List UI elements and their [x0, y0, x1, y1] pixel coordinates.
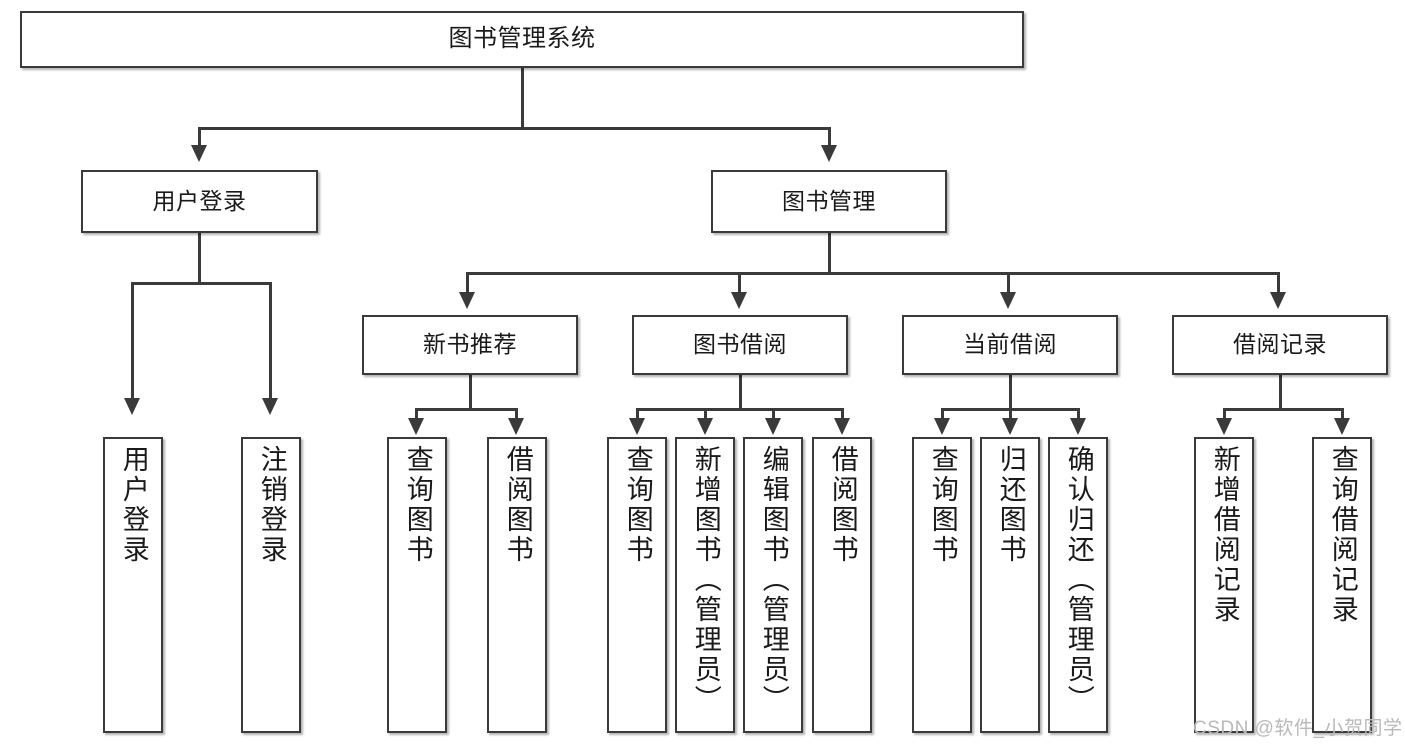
connector-book-mgmt-to-new-books [466, 272, 469, 294]
node-label: 新增图书（管理员） [690, 445, 721, 715]
connector-current-stem [1009, 375, 1012, 408]
connector-current-to-leaf-1 [941, 408, 944, 420]
node-book-management[interactable]: 图书管理 [711, 170, 947, 233]
node-label: 查询图书 [927, 445, 958, 565]
connector-user-login-to-leaf-1 [131, 282, 134, 400]
node-label: 归还图书 [995, 445, 1026, 565]
arrow-book-mgmt-to-borrow [731, 292, 747, 309]
leaf-add-book-admin[interactable]: 新增图书（管理员） [675, 437, 735, 733]
arrow-current-to-leaf-3 [1070, 418, 1086, 435]
connector-new-books-bus [415, 408, 518, 411]
connector-book-mgmt-to-current [1007, 272, 1010, 294]
arrow-book-mgmt-to-records [1270, 292, 1286, 309]
arrow-user-login-to-leaf-1 [124, 398, 140, 415]
node-label: 图书管理 [782, 187, 876, 214]
node-current-borrow[interactable]: 当前借阅 [902, 315, 1118, 375]
connector-user-login-stem [198, 232, 201, 282]
connector-user-login-bus [131, 282, 269, 285]
leaf-query-book-borrow[interactable]: 查询图书 [607, 437, 667, 733]
connector-current-to-leaf-3 [1077, 408, 1080, 420]
arrow-borrow-to-leaf-3 [765, 418, 781, 435]
node-label: 查询图书 [402, 445, 433, 565]
connector-new-books-stem [469, 375, 472, 408]
arrow-records-to-leaf-2 [1334, 418, 1350, 435]
connector-records-stem [1279, 375, 1282, 408]
connector-borrow-to-leaf-4 [841, 408, 844, 420]
node-borrow-records[interactable]: 借阅记录 [1172, 315, 1388, 375]
connector-new-books-to-leaf-2 [515, 408, 518, 420]
node-label: 图书管理系统 [448, 25, 596, 53]
node-label: 用户登录 [152, 187, 247, 214]
connector-borrow-to-leaf-1 [636, 408, 639, 420]
arrow-book-mgmt-to-current [1000, 292, 1016, 309]
arrow-records-to-leaf-1 [1216, 418, 1232, 435]
connector-records-to-leaf-2 [1341, 408, 1344, 420]
arrow-borrow-to-leaf-1 [629, 418, 645, 435]
leaf-add-borrow-record[interactable]: 新增借阅记录 [1194, 437, 1254, 733]
leaf-logout[interactable]: 注销登录 [241, 437, 301, 733]
arrow-new-books-to-leaf-2 [508, 418, 524, 435]
arrow-borrow-to-leaf-2 [697, 418, 713, 435]
connector-borrow-to-leaf-2 [704, 408, 707, 420]
csdn-watermark: CSDN @软件_小贺同学 [1193, 718, 1403, 739]
node-label: 借阅记录 [1233, 331, 1327, 358]
node-user-login[interactable]: 用户登录 [81, 170, 318, 233]
node-label: 确认归还（管理员） [1063, 445, 1094, 715]
node-label: 编辑图书（管理员） [758, 445, 789, 715]
connector-user-login-to-leaf-2 [269, 282, 272, 400]
node-label: 借阅图书 [827, 445, 858, 565]
connector-book-mgmt-to-borrow [738, 272, 741, 294]
connector-borrow-bus [636, 408, 844, 411]
leaf-confirm-return-admin[interactable]: 确认归还（管理员） [1048, 437, 1108, 733]
arrow-current-to-leaf-2 [1002, 418, 1018, 435]
connector-root-stem [521, 67, 524, 127]
node-label: 图书借阅 [693, 331, 787, 358]
connector-root-to-user-login [198, 127, 201, 147]
arrow-root-to-book-mgmt [821, 145, 837, 162]
leaf-return-book[interactable]: 归还图书 [980, 437, 1040, 733]
arrow-new-books-to-leaf-1 [408, 418, 424, 435]
arrow-root-to-user-login [191, 145, 207, 162]
node-label: 注销登录 [256, 445, 287, 565]
leaf-query-book-current[interactable]: 查询图书 [912, 437, 972, 733]
leaf-borrow-book[interactable]: 借阅图书 [812, 437, 872, 733]
connector-book-mgmt-bus [466, 272, 1280, 275]
leaf-edit-book-admin[interactable]: 编辑图书（管理员） [743, 437, 803, 733]
leaf-query-borrow-record[interactable]: 查询借阅记录 [1312, 437, 1372, 733]
connector-records-to-leaf-1 [1223, 408, 1226, 420]
node-label: 用户登录 [118, 445, 149, 565]
connector-root-bus [198, 127, 831, 130]
node-book-borrow[interactable]: 图书借阅 [632, 315, 848, 375]
arrow-user-login-to-leaf-2 [262, 398, 278, 415]
leaf-borrow-book-new[interactable]: 借阅图书 [487, 437, 547, 733]
node-label: 新增借阅记录 [1209, 445, 1240, 625]
node-label: 借阅图书 [502, 445, 533, 565]
arrow-current-to-leaf-1 [934, 418, 950, 435]
node-label: 查询借阅记录 [1327, 445, 1358, 625]
node-label: 查询图书 [622, 445, 653, 565]
node-label: 新书推荐 [423, 331, 517, 358]
arrow-borrow-to-leaf-4 [834, 418, 850, 435]
connector-borrow-stem [739, 375, 742, 408]
leaf-user-login[interactable]: 用户登录 [103, 437, 163, 733]
node-label: 当前借阅 [963, 331, 1057, 358]
leaf-query-book-new[interactable]: 查询图书 [387, 437, 447, 733]
connector-borrow-to-leaf-3 [772, 408, 775, 420]
connector-records-bus [1223, 408, 1344, 411]
arrow-book-mgmt-to-new-books [459, 292, 475, 309]
connector-new-books-to-leaf-1 [415, 408, 418, 420]
connector-current-to-leaf-2 [1009, 408, 1012, 420]
node-root-system[interactable]: 图书管理系统 [20, 11, 1024, 68]
connector-book-mgmt-to-records [1277, 272, 1280, 294]
node-new-book-recommend[interactable]: 新书推荐 [362, 315, 578, 375]
connector-root-to-book-mgmt [828, 127, 831, 147]
connector-book-mgmt-stem [828, 232, 831, 272]
